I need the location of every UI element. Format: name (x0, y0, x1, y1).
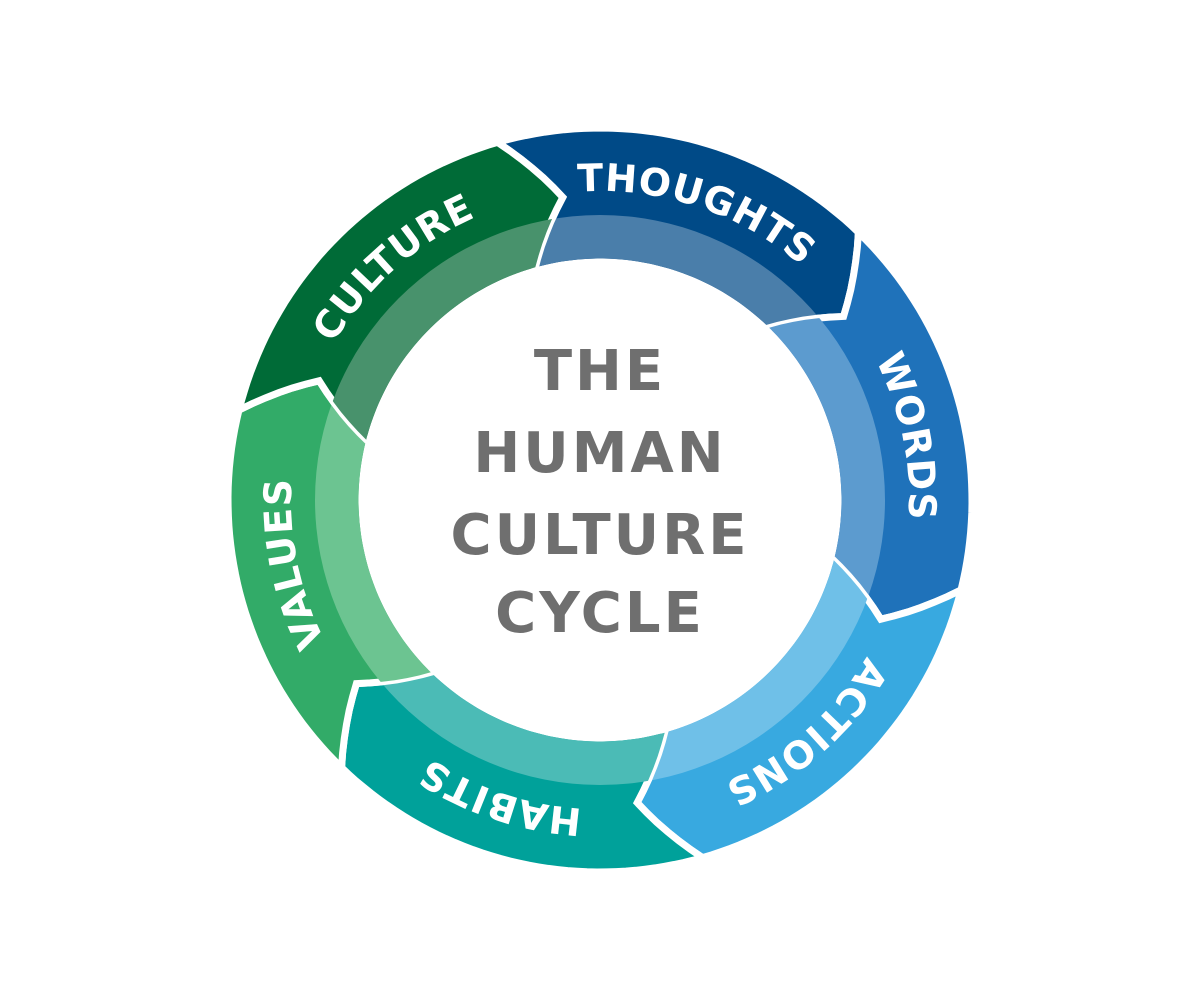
segment-culture (233, 138, 568, 450)
center-title-line-4: CYCLE (495, 581, 705, 646)
segment-culture-arrow (233, 138, 568, 450)
center-disc (363, 263, 837, 737)
center-title-line-3: CULTURE (450, 503, 749, 568)
center-title-line-2: HUMAN (473, 421, 726, 486)
center-title-line-1: THE (534, 339, 666, 404)
center-title: THE HUMAN CULTURE CYCLE (450, 339, 749, 646)
segments-layer (224, 124, 976, 876)
